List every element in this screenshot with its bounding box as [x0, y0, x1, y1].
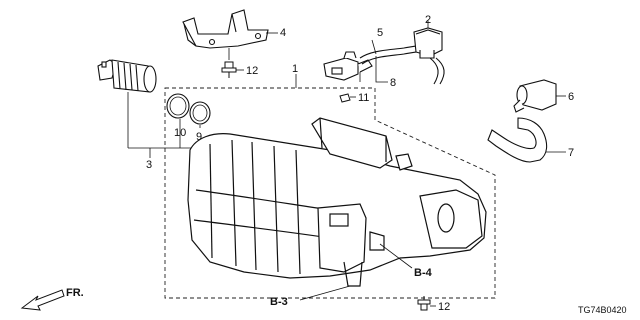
callout-1: 1	[292, 63, 298, 75]
solenoid-part-8[interactable]	[323, 51, 373, 81]
diagram-code: TG74B0420	[578, 305, 627, 315]
hose-part-7[interactable]	[487, 117, 548, 163]
leader-8	[375, 56, 388, 83]
callout-5: 5	[377, 27, 383, 39]
callout-2: 2	[425, 14, 431, 26]
canister-part-1[interactable]	[187, 117, 487, 287]
callout-12-top: 12	[246, 65, 258, 77]
valve-part-left[interactable]	[97, 59, 157, 93]
assembly-boundary	[164, 87, 496, 299]
front-label: FR.	[66, 287, 84, 299]
o-ring-part-9[interactable]	[189, 101, 211, 125]
connector-part-6[interactable]	[513, 79, 557, 113]
o-ring-inner-9	[192, 104, 208, 122]
o-ring-part-10[interactable]	[166, 93, 190, 119]
callout-11: 11	[358, 92, 369, 104]
callout-4: 4	[280, 27, 286, 39]
callout-8: 8	[390, 77, 396, 89]
front-arrow-icon	[20, 289, 65, 311]
ref-b3: B-3	[270, 296, 288, 308]
callout-7: 7	[568, 147, 574, 159]
ref-b4: B-4	[414, 267, 433, 279]
o-ring-inner-10	[169, 96, 187, 116]
leader-b3	[299, 285, 351, 301]
callout-6: 6	[568, 91, 574, 103]
callout-10: 10	[174, 127, 186, 139]
bolt-part-top[interactable]	[221, 61, 237, 78]
bracket-part[interactable]	[182, 9, 269, 49]
leader-5	[371, 39, 377, 55]
clip-part-11[interactable]	[339, 93, 351, 103]
leader-b4	[379, 243, 413, 269]
callout-3: 3	[146, 159, 152, 171]
callout-9: 9	[196, 131, 202, 143]
leaders-3-9-10	[127, 92, 201, 158]
cap-part-2[interactable]	[413, 27, 443, 59]
callout-12-bottom: 12	[438, 301, 450, 313]
bolt-part-bottom[interactable]	[417, 296, 431, 311]
